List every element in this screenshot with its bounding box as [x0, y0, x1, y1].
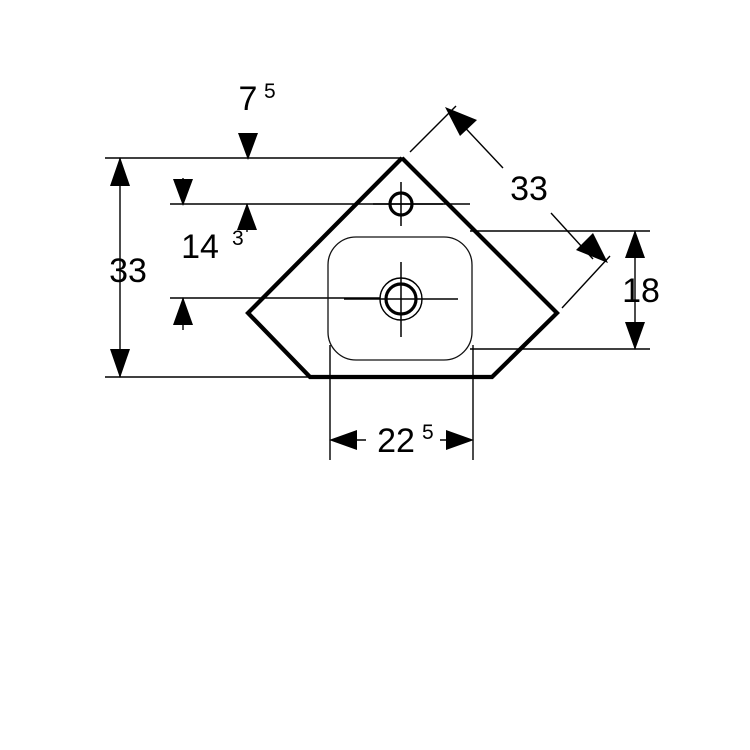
bowl-rounded-rect: [327, 236, 473, 361]
dimension-22-5: 22 5: [329, 421, 474, 460]
dimension-33-diagonal-value: 33: [510, 170, 548, 208]
dimension-33-left-arrowhead-bottom: [110, 349, 130, 378]
dimension-18: 18: [622, 230, 660, 350]
dimension-7-5-value: 7: [239, 80, 258, 118]
dimension-22-5-arrowhead-right: [446, 430, 474, 450]
dimension-18-arrowhead-top: [625, 230, 645, 258]
dimension-14-3: 14 3: [173, 178, 257, 330]
dimension-33-left: 33: [109, 157, 147, 378]
dimension-7-5: 7 5: [238, 80, 276, 160]
dimension-22-5-value: 22: [377, 422, 415, 460]
dimension-14-3-arrowhead-mid: [237, 203, 257, 230]
dimension-14-3-value: 14: [181, 228, 219, 266]
dimension-7-5-arrowhead: [238, 133, 258, 160]
dimension-33-diagonal: 33: [409, 105, 611, 309]
dimension-22-5-superscript: 5: [422, 421, 434, 444]
tap-hole: [373, 182, 443, 226]
dimension-33-left-value: 33: [109, 252, 147, 290]
dimension-33-left-arrowhead-top: [110, 157, 130, 186]
dimension-18-value: 18: [622, 272, 660, 310]
dimension-14-3-superscript: 3: [232, 227, 244, 250]
dimension-14-3-arrowhead-lower: [173, 297, 193, 325]
dimension-33-diagonal-witness-upper: [409, 105, 457, 153]
dimension-7-5-superscript: 5: [264, 80, 276, 103]
basin-bowl: [327, 236, 473, 361]
dimension-18-arrowhead-bottom: [625, 322, 645, 350]
waste-outlet: [344, 262, 458, 337]
extension-lines: [105, 157, 650, 460]
dimension-33-diagonal-arrowhead-upper: [445, 107, 477, 136]
dimension-22-5-arrowhead-left: [329, 430, 357, 450]
basin-outer-profile: [245, 156, 560, 380]
basin-outline: [245, 156, 560, 380]
dimension-33-diagonal-witness-lower: [561, 255, 611, 309]
dimension-33-diagonal-arrowhead-lower: [576, 233, 608, 263]
dimension-14-3-arrowhead-upper: [173, 179, 193, 206]
